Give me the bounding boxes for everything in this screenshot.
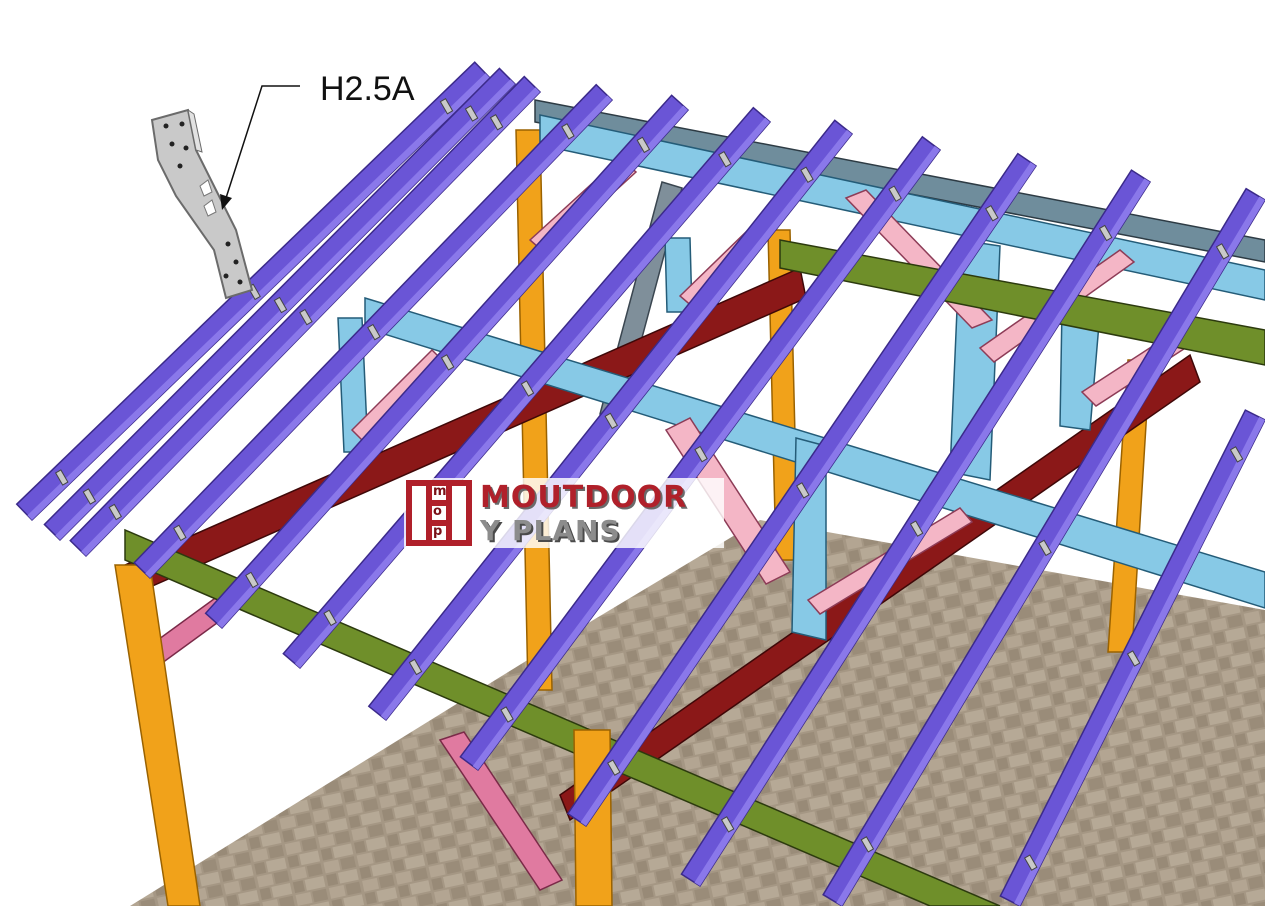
logo-word-line2: Y PLANS bbox=[480, 514, 621, 547]
hurricane-tie-icon bbox=[150, 108, 254, 300]
hurricane-tie bbox=[299, 308, 313, 326]
hurricane-tie bbox=[173, 524, 187, 542]
logo-mark-letter: m bbox=[433, 484, 447, 499]
hurricane-tie bbox=[439, 97, 454, 115]
callout-label: H2.5A bbox=[320, 70, 415, 108]
hurricane-tie bbox=[323, 609, 337, 627]
hurricane-tie bbox=[718, 150, 732, 168]
hurricane-tie bbox=[54, 469, 69, 486]
logo-word-line1: MOUTDOOR bbox=[480, 480, 688, 515]
hurricane-tie bbox=[82, 488, 97, 505]
hurricane-tie bbox=[408, 658, 423, 676]
hurricane-tie bbox=[694, 445, 708, 463]
hurricane-tie bbox=[607, 759, 621, 776]
hurricane-tie bbox=[1126, 650, 1141, 667]
hurricane-tie bbox=[800, 166, 814, 183]
hurricane-tie bbox=[1023, 854, 1038, 871]
hurricane-tie bbox=[1038, 539, 1052, 557]
hurricane-tie bbox=[108, 503, 123, 521]
hurricane-tie bbox=[636, 136, 651, 154]
hurricane-tie bbox=[860, 836, 875, 853]
hurricane-tie bbox=[500, 706, 514, 723]
logo-mark-letter: p bbox=[433, 524, 443, 539]
callout-leader bbox=[220, 85, 300, 210]
hurricane-tie bbox=[1229, 446, 1244, 463]
watermark-logo: m o p MOUTDOOR Y PLANS bbox=[404, 478, 724, 548]
hurricane-tie bbox=[561, 123, 575, 140]
rafters bbox=[15, 61, 1265, 906]
hurricane-tie bbox=[367, 323, 381, 341]
hurricane-tie bbox=[909, 520, 924, 537]
rafter-top-face bbox=[1014, 417, 1265, 906]
hurricane-tie bbox=[604, 412, 619, 430]
logo-mark-letter: o bbox=[433, 504, 442, 519]
hurricane-tie bbox=[489, 113, 504, 131]
side-beams bbox=[124, 239, 1265, 906]
hurricane-tie bbox=[273, 296, 288, 314]
hurricane-tie bbox=[720, 816, 735, 833]
logo-mark-icon: m o p bbox=[406, 480, 472, 546]
hurricane-tie bbox=[796, 482, 810, 499]
hurricane-tie bbox=[888, 185, 902, 202]
hurricane-tie bbox=[1098, 224, 1113, 242]
hurricane-tie bbox=[1215, 243, 1230, 260]
hurricane-tie bbox=[464, 105, 479, 122]
hurricane-tie bbox=[440, 354, 455, 371]
hurricane-tie bbox=[985, 204, 999, 222]
hurricane-tie bbox=[520, 380, 535, 397]
hurricane-tie bbox=[245, 571, 259, 589]
